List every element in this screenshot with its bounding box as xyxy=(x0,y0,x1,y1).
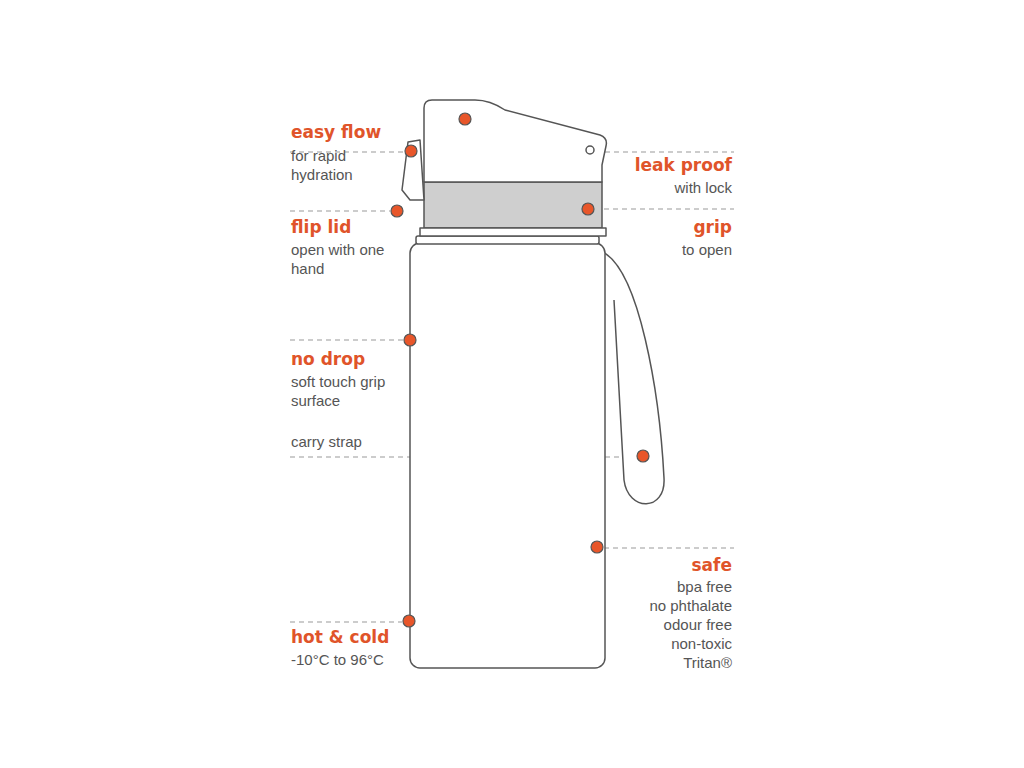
feature-heading: no drop xyxy=(291,349,365,370)
feature-heading: easy flow xyxy=(291,122,381,143)
feature-description: for rapid hydration xyxy=(291,146,391,184)
feature-description: Tritan® xyxy=(683,653,732,672)
feature-description: to open xyxy=(682,240,732,259)
feature-description: with lock xyxy=(674,178,732,197)
feature-description: soft touch grip surface xyxy=(291,372,401,410)
feature-heading: safe xyxy=(691,555,732,576)
feature-heading: flip lid xyxy=(291,217,351,238)
feature-description: -10°C to 96°C xyxy=(291,650,384,669)
feature-heading: grip xyxy=(693,217,732,238)
feature-description: no phthalate xyxy=(649,596,732,615)
feature-description: non-toxic xyxy=(671,634,732,653)
feature-description: odour free xyxy=(664,615,732,634)
feature-description: open with one hand xyxy=(291,240,386,278)
feature-description: bpa free xyxy=(677,577,732,596)
feature-heading: leak proof xyxy=(635,155,732,176)
feature-description: carry strap xyxy=(291,432,362,451)
feature-heading: hot & cold xyxy=(291,627,389,648)
